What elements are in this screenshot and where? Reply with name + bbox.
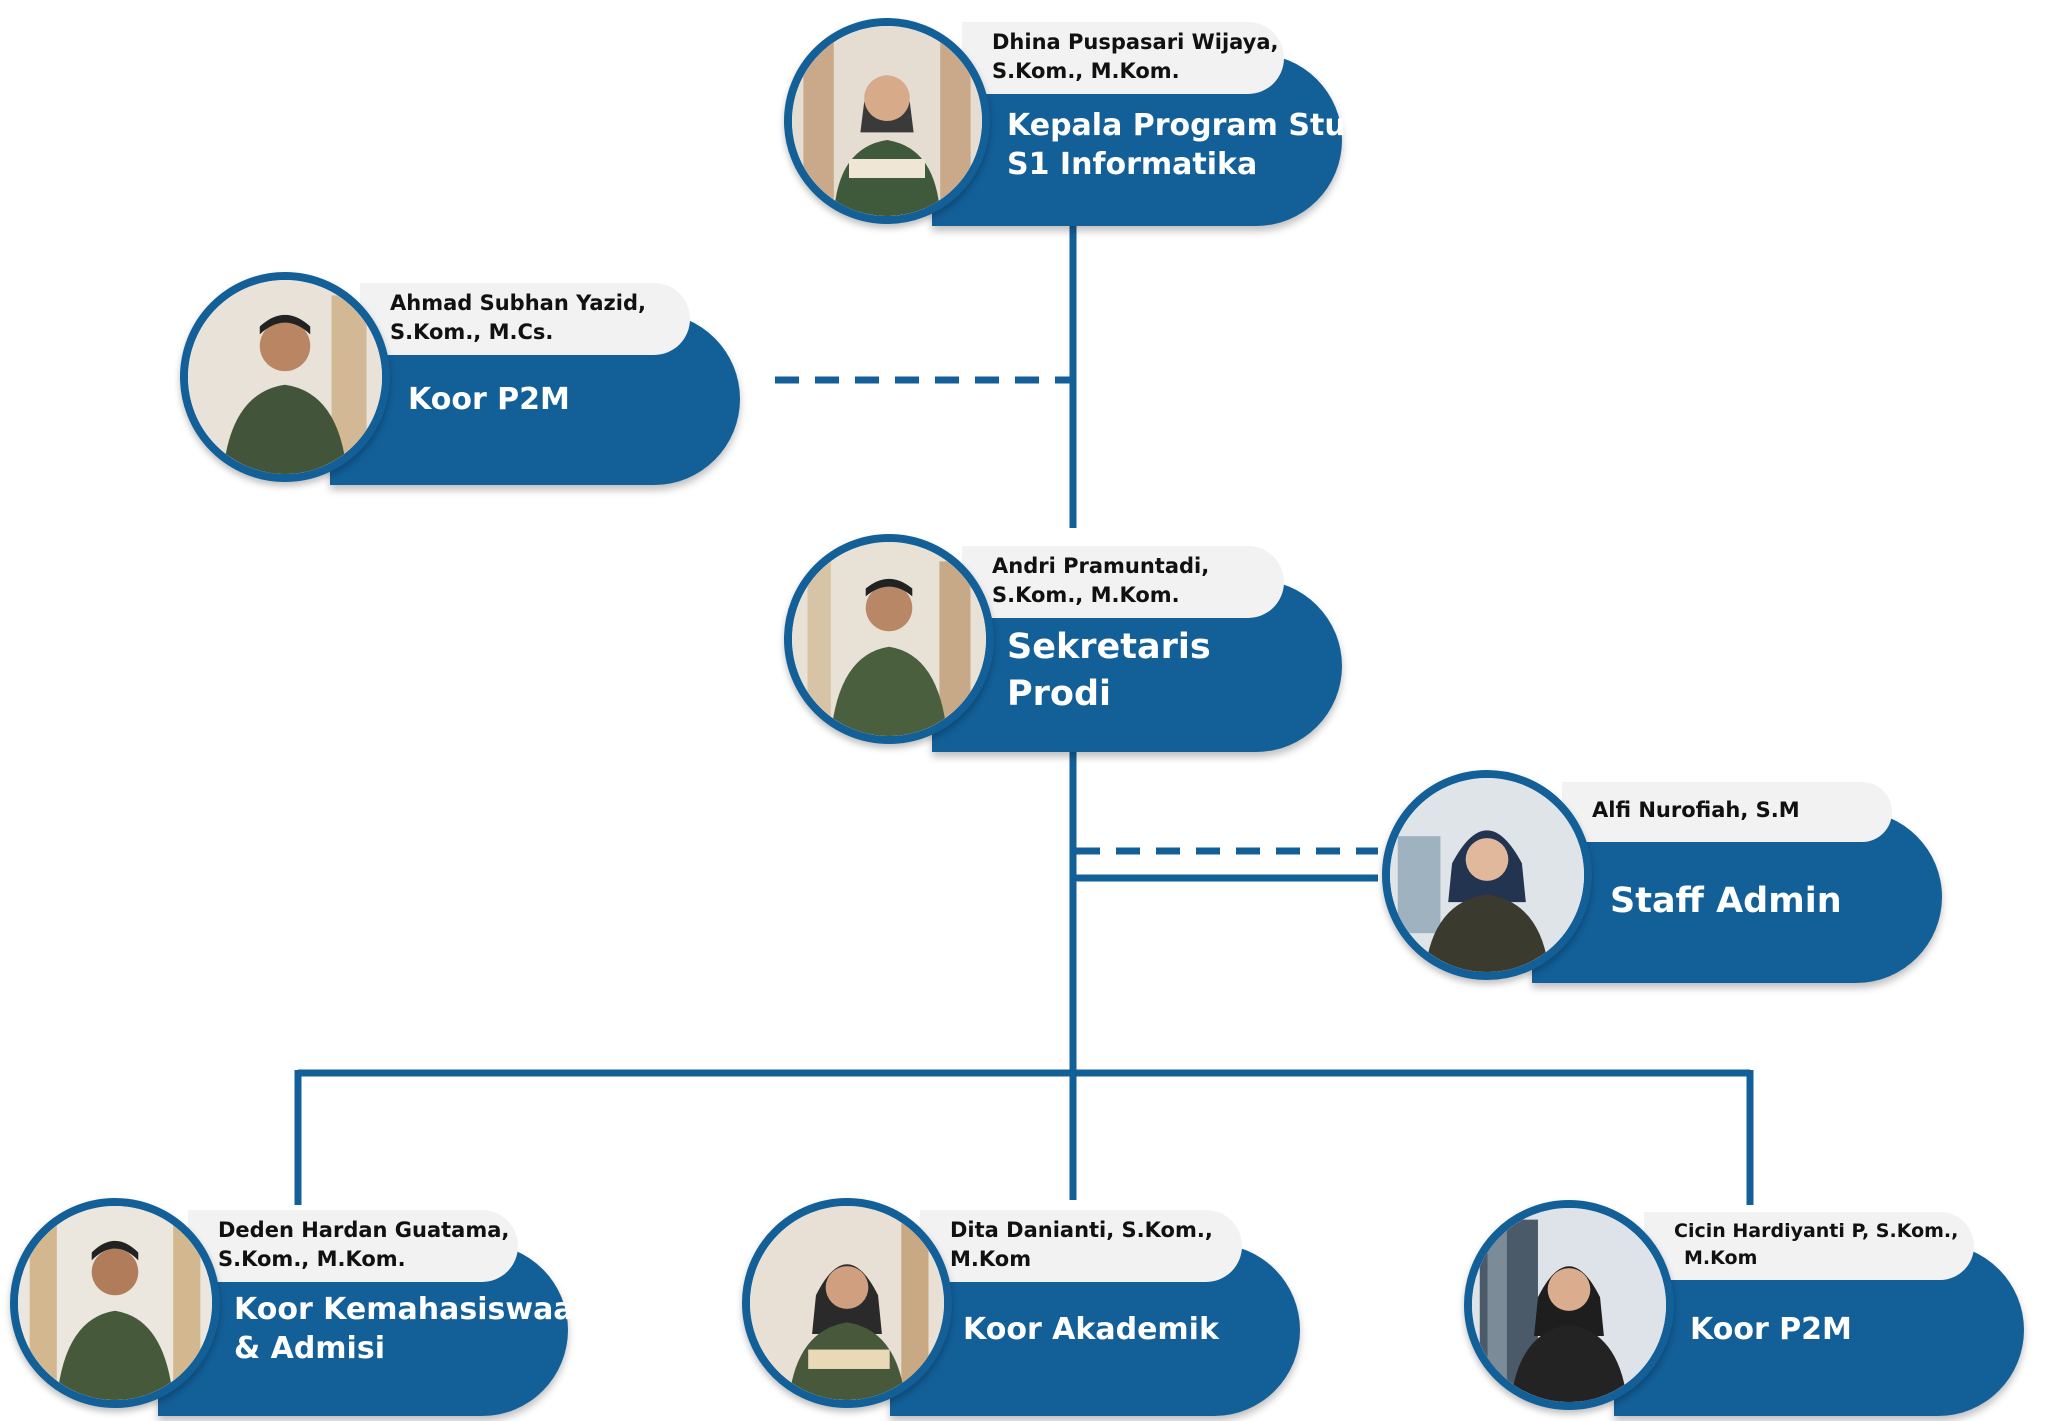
person-photo xyxy=(1382,770,1592,980)
person-icon xyxy=(792,26,982,216)
person-name-line: S.Kom., M.Kom. xyxy=(218,1247,406,1271)
node-p2m-left: Ahmad Subhan Yazid, S.Kom., M.Cs. Koor P… xyxy=(180,270,760,485)
person-name-line: Ahmad Subhan Yazid, xyxy=(390,291,646,315)
name-tab: Alfi Nurofiah, S.M xyxy=(1562,782,1892,842)
role-title: Koor Akademik xyxy=(963,1312,1219,1347)
role-title: Koor P2M xyxy=(408,382,570,417)
role-title: Koor P2M xyxy=(1690,1312,1852,1347)
person-name-line: Alfi Nurofiah, S.M xyxy=(1592,798,1800,822)
person-icon xyxy=(1390,778,1584,972)
name-tab: Dita Danianti, S.Kom., M.Kom xyxy=(920,1210,1242,1282)
node-sekretaris: Andri Pramuntadi, S.Kom., M.Kom. Sekreta… xyxy=(782,532,1362,752)
person-name-line: Dita Danianti, S.Kom., xyxy=(950,1218,1213,1242)
role-title: Sekretaris Prodi xyxy=(1007,627,1211,714)
person-name-line: Cicin Hardiyanti P, S.Kom., xyxy=(1674,1220,1959,1242)
person-name-line: Andri Pramuntadi, xyxy=(992,554,1210,578)
node-staff-admin: Alfi Nurofiah, S.M Staff Admin xyxy=(1382,768,1962,983)
person-icon xyxy=(1472,1208,1666,1402)
person-name-line: S.Kom., M.Kom. xyxy=(992,59,1180,83)
person-name-line: Dhina Puspasari Wijaya, xyxy=(992,30,1279,54)
name-tab: Cicin Hardiyanti P, S.Kom., M.Kom xyxy=(1644,1212,1974,1280)
person-photo xyxy=(742,1198,952,1408)
person-photo xyxy=(784,18,990,224)
node-akademik: Dita Danianti, S.Kom., M.Kom Koor Akadem… xyxy=(740,1198,1320,1418)
person-name-line: M.Kom xyxy=(1684,1247,1758,1269)
person-name-line: M.Kom xyxy=(950,1247,1032,1271)
person-photo xyxy=(784,534,994,744)
role-title: Kepala Program Studi S1 Informatika xyxy=(1007,108,1378,182)
person-icon xyxy=(792,542,986,736)
person-name-line: S.Kom., M.Kom. xyxy=(992,583,1180,607)
node-kaprodi: Dhina Puspasari Wijaya, S.Kom., M.Kom. K… xyxy=(782,16,1377,226)
name-tab: Andri Pramuntadi, S.Kom., M.Kom. xyxy=(962,546,1284,618)
role-title: Staff Admin xyxy=(1610,881,1842,921)
node-p2m-right: Cicin Hardiyanti P, S.Kom., M.Kom Koor P… xyxy=(1464,1198,2044,1418)
role-title: Koor Kemahasiswaan & Admisi xyxy=(234,1292,595,1366)
person-icon xyxy=(750,1206,944,1400)
person-photo xyxy=(1464,1200,1674,1410)
person-photo xyxy=(180,272,390,482)
person-icon xyxy=(18,1206,212,1400)
name-tab: Deden Hardan Guatama, S.Kom., M.Kom. xyxy=(188,1210,518,1282)
person-photo xyxy=(10,1198,220,1408)
name-tab: Dhina Puspasari Wijaya, S.Kom., M.Kom. xyxy=(962,22,1284,94)
person-icon xyxy=(188,280,382,474)
node-kemahasiswaan: Deden Hardan Guatama, S.Kom., M.Kom. Koo… xyxy=(8,1196,595,1418)
person-name-line: Deden Hardan Guatama, xyxy=(218,1218,510,1242)
name-tab: Ahmad Subhan Yazid, S.Kom., M.Cs. xyxy=(360,283,690,355)
person-name-line: S.Kom., M.Cs. xyxy=(390,320,554,344)
